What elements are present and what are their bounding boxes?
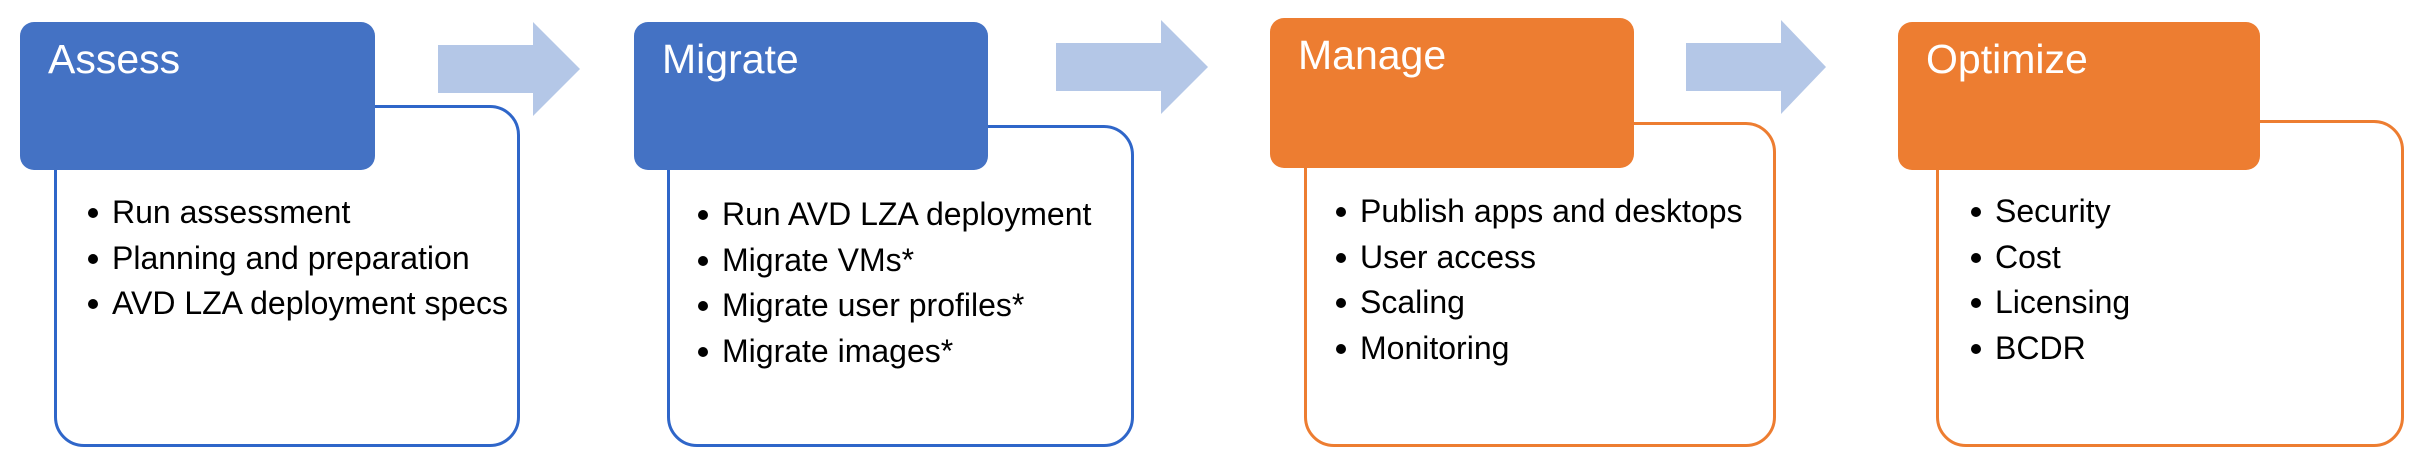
bullet-icon (698, 255, 708, 266)
list-item: Scaling (1336, 280, 1742, 326)
stage-optimize-title: Optimize (1926, 36, 2088, 82)
bullet-icon (698, 210, 708, 220)
stage-manage-title: Manage (1298, 32, 1447, 78)
bullet-icon (1971, 343, 1981, 354)
list-item: Planning and preparation (88, 236, 508, 282)
list-item: Publish apps and desktops (1336, 189, 1742, 235)
list-item: Monitoring (1336, 326, 1742, 372)
stage-migrate-box (667, 125, 1134, 447)
bullet-icon (698, 301, 708, 311)
list-item: Migrate user profiles* (698, 283, 1091, 329)
stage-optimize-list: Security Cost Licensing BCDR (1971, 189, 2130, 371)
list-item: Cost (1971, 235, 2130, 281)
list-item: Migrate images* (698, 329, 1091, 375)
list-item: Run assessment (88, 190, 508, 236)
right-arrow-icon (438, 22, 580, 116)
stage-manage-header: Manage (1270, 18, 1634, 168)
list-item: Migrate VMs* (698, 238, 1091, 284)
stage-optimize: Optimize Security Cost Licensing BCDR (1898, 0, 2427, 468)
bullet-icon (1336, 252, 1346, 263)
stage-manage-list: Publish apps and desktops User access Sc… (1336, 189, 1742, 371)
stage-assess-header: Assess (20, 22, 375, 170)
list-item: AVD LZA deployment specs (88, 281, 508, 327)
stage-migrate-title: Migrate (662, 36, 799, 82)
list-item: BCDR (1971, 326, 2130, 372)
stage-assess: Assess Run assessment Planning and prepa… (20, 0, 580, 468)
list-item: Run AVD LZA deployment (698, 192, 1091, 238)
bullet-icon (1971, 298, 1981, 308)
stage-manage-box (1304, 122, 1776, 447)
bullet-icon (1336, 343, 1346, 354)
list-item: User access (1336, 235, 1742, 281)
bullet-icon (88, 208, 98, 218)
bullet-icon (88, 253, 98, 264)
right-arrow-icon (1686, 20, 1826, 114)
stage-optimize-box (1936, 120, 2404, 447)
stage-assess-list: Run assessment Planning and preparation … (88, 190, 508, 327)
bullet-icon (88, 299, 98, 309)
stage-manage: Manage Publish apps and desktops User ac… (1270, 0, 1830, 468)
stage-migrate-header: Migrate (634, 22, 988, 170)
bullet-icon (1336, 298, 1346, 308)
stage-assess-title: Assess (48, 36, 181, 82)
list-item: Security (1971, 189, 2130, 235)
bullet-icon (1971, 207, 1981, 217)
bullet-icon (698, 346, 708, 357)
right-arrow-icon (1056, 20, 1208, 114)
stage-migrate-list: Run AVD LZA deployment Migrate VMs* Migr… (698, 192, 1091, 374)
list-item: Licensing (1971, 280, 2130, 326)
stage-migrate: Migrate Run AVD LZA deployment Migrate V… (634, 0, 1194, 468)
bullet-icon (1336, 207, 1346, 217)
bullet-icon (1971, 252, 1981, 263)
stage-optimize-header: Optimize (1898, 22, 2260, 170)
